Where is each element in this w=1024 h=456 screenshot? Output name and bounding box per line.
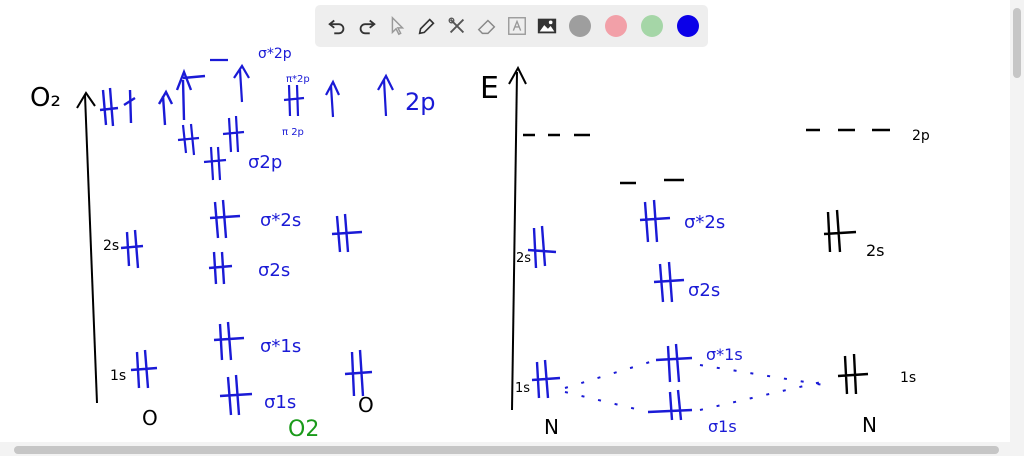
n2-left-atom-label: N bbox=[544, 415, 559, 439]
pen-icon[interactable] bbox=[414, 11, 440, 41]
n2-sigma-2s-label: σ2s bbox=[688, 280, 720, 301]
n2-right-2p-label: 2p bbox=[912, 128, 930, 144]
o2-2p-mo-electrons bbox=[177, 58, 394, 181]
tools-icon[interactable] bbox=[444, 11, 470, 41]
o2-pi-2p-label: π 2p bbox=[282, 127, 304, 138]
n2-sigma-star-2s-label: σ*2s bbox=[684, 212, 725, 233]
n2-left-2s-label: 2s bbox=[516, 251, 531, 266]
pointer-icon[interactable] bbox=[384, 11, 410, 41]
n2-2p-mo-levels bbox=[620, 178, 684, 185]
o2-left-2p-electrons bbox=[99, 68, 206, 127]
vertical-scrollbar[interactable] bbox=[1010, 0, 1024, 442]
drawing-toolbar bbox=[315, 5, 708, 47]
o2-molecule-label: O2 bbox=[288, 417, 319, 442]
o2-right-atom-label: O bbox=[358, 393, 374, 417]
n2-2p-atomic-levels bbox=[523, 128, 890, 137]
o2-pi-star-2p-label: π*2p bbox=[286, 74, 310, 85]
o2-sigma-star-2s-label: σ*2s bbox=[260, 210, 301, 231]
vertical-scroll-thumb[interactable] bbox=[1013, 8, 1021, 78]
n2-right-2s-electrons bbox=[823, 209, 857, 253]
o2-2s-electrons bbox=[120, 199, 363, 285]
o2-sigma-2p-label: σ2p bbox=[248, 152, 282, 173]
n2-right-atom-label: N bbox=[862, 413, 877, 437]
horizontal-scroll-thumb[interactable] bbox=[14, 446, 999, 454]
o2-sigma-star-1s-label: σ*1s bbox=[260, 336, 301, 357]
n2-sigma-1s-label: σ1s bbox=[708, 417, 737, 436]
o2-1s-electrons bbox=[130, 321, 373, 416]
o2-left-1s-label: 1s bbox=[110, 368, 126, 384]
undo-icon[interactable] bbox=[324, 11, 350, 41]
color-blue-swatch[interactable] bbox=[677, 15, 699, 37]
o2-sigma-star-2p-label: σ*2p bbox=[258, 46, 292, 62]
eraser-icon[interactable] bbox=[474, 11, 500, 41]
o2-right-2p-label: 2p bbox=[405, 88, 436, 116]
n2-right-2s-label: 2s bbox=[866, 241, 885, 260]
whiteboard-canvas[interactable]: O₂ σ*2p π*2p π 2p σ2p 2p 2s σ*2s σ2s 1s bbox=[0, 0, 1010, 442]
n2-left-1s-label: 1s bbox=[515, 381, 530, 396]
color-gray-swatch[interactable] bbox=[569, 15, 591, 37]
horizontal-scrollbar[interactable] bbox=[0, 442, 1024, 456]
redo-icon[interactable] bbox=[354, 11, 380, 41]
n2-right-1s-electrons bbox=[837, 353, 869, 395]
n2-sigma-star-1s-label: σ*1s bbox=[706, 345, 743, 364]
n2-right-1s-label: 1s bbox=[900, 370, 916, 386]
n2-2s-electrons bbox=[527, 199, 685, 303]
o2-left-atom-label: O bbox=[142, 406, 158, 430]
axis-energy-label: E bbox=[480, 71, 499, 106]
n2-1s-correlation-lines bbox=[564, 361, 831, 411]
o2-title-label: O₂ bbox=[30, 83, 61, 113]
o2-sigma-1s-label: σ1s bbox=[264, 392, 296, 413]
text-icon[interactable] bbox=[504, 11, 530, 41]
color-green-swatch[interactable] bbox=[641, 15, 663, 37]
o2-sigma-2s-label: σ2s bbox=[258, 260, 290, 281]
color-pink-swatch[interactable] bbox=[605, 15, 627, 37]
n2-1s-electrons bbox=[531, 343, 693, 421]
image-icon[interactable] bbox=[534, 11, 560, 41]
o2-left-2s-label: 2s bbox=[103, 238, 119, 254]
